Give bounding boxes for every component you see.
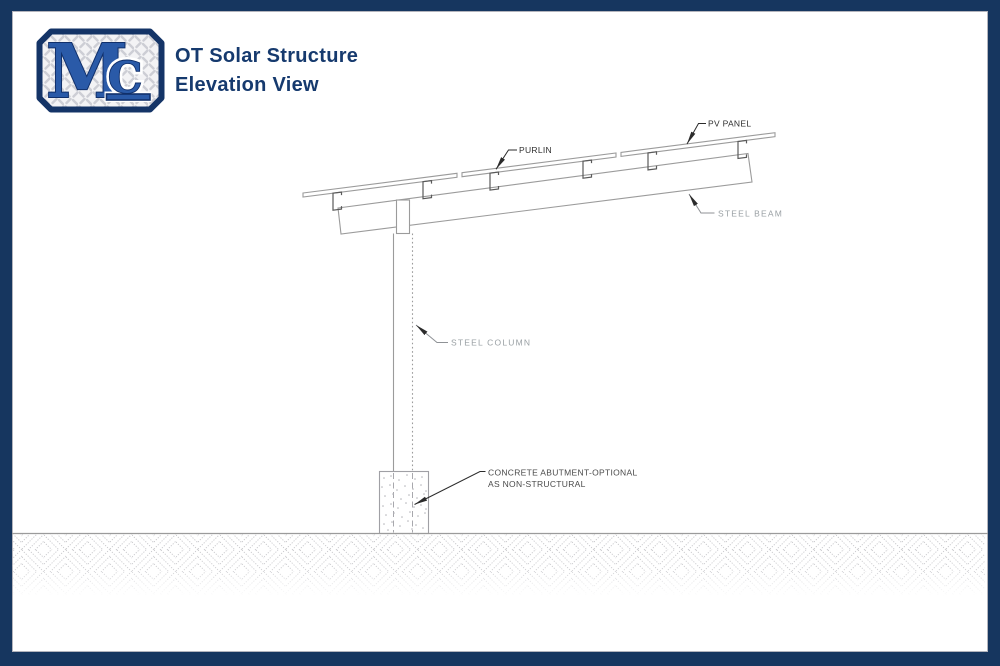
company-logo: M C C <box>36 28 165 116</box>
label-purlin: PURLIN <box>519 145 552 155</box>
label-concrete-abutment-line2: AS NON-STRUCTURAL <box>488 479 586 489</box>
concrete-stipple <box>381 474 427 531</box>
label-steel-beam: STEEL BEAM <box>718 209 783 219</box>
purlins <box>332 139 748 211</box>
logo-octagon-plate <box>36 28 165 113</box>
label-steel-column: STEEL COLUMN <box>451 338 531 348</box>
label-concrete-abutment-line1: CONCRETE ABUTMENT-OPTIONAL <box>488 468 637 478</box>
label-pv-panel: PV PANEL <box>708 119 751 129</box>
pv-panel-leader-line <box>686 123 706 145</box>
pv-panel-segment <box>302 172 458 198</box>
abutment-outline <box>378 470 430 535</box>
steel-beam <box>337 152 753 235</box>
pv-panel <box>302 132 776 198</box>
purlin-leader-line <box>495 149 517 170</box>
purlin-channel <box>489 171 500 191</box>
concrete-abutment <box>378 470 430 535</box>
steel-column <box>392 233 414 472</box>
purlin-channel <box>647 151 658 171</box>
earth-hatch <box>12 534 985 597</box>
column-cap-plate <box>395 199 411 235</box>
purlin-channel <box>582 159 593 179</box>
purlin-channel <box>737 139 748 160</box>
page-title: OT Solar Structure Elevation View <box>175 42 358 100</box>
pv-panel-segment <box>461 152 617 178</box>
logo-letter-c: C <box>108 54 142 104</box>
steel-beam-leader-line <box>688 193 715 214</box>
purlin-channel <box>422 179 433 200</box>
title-line-1: OT Solar Structure <box>175 45 359 67</box>
logo-svg: M C C <box>36 28 165 116</box>
abutment-leader-line <box>414 471 486 505</box>
steel-column-leader-line <box>415 324 448 343</box>
logo-underline-bar <box>105 93 151 101</box>
title-line-2: Elevation View <box>175 74 319 96</box>
pv-panel-segment <box>620 132 776 158</box>
purlin-channel <box>332 191 343 211</box>
